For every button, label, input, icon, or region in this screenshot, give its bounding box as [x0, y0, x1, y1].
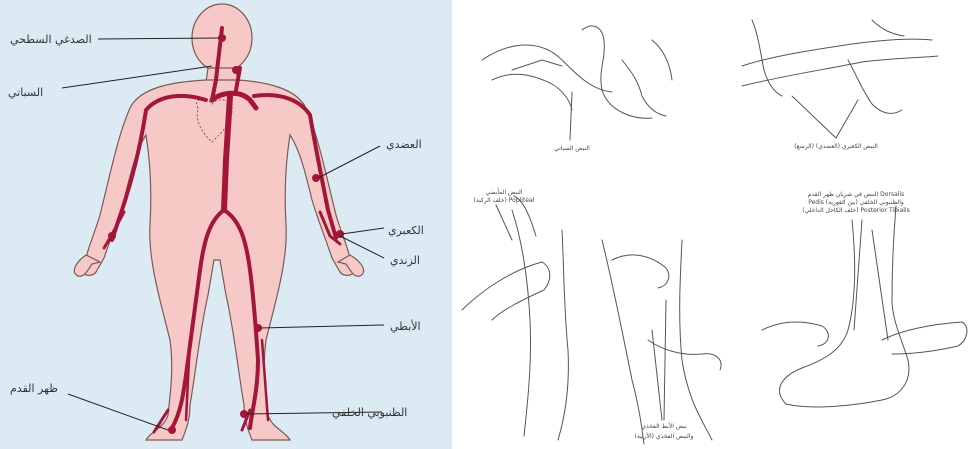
- caption-popliteal-1: النبض المأبضي: [485, 187, 522, 196]
- label-dorsalis-pedis: ظهر القدم: [10, 382, 58, 395]
- label-carotid: السباتي: [8, 86, 43, 99]
- sketch-carotid-neck: [482, 26, 672, 140]
- caption-radial: النبض الكعبري (العضدي) (الرسغ): [794, 143, 878, 150]
- sketch-radial-arm: [742, 20, 938, 138]
- label-brachial: العضدي: [386, 138, 422, 151]
- artery-body-diagram: الصدغي السطحي السباتي العضدي الكعبري الز…: [0, 0, 452, 449]
- sketch-foot-ankle: [762, 206, 967, 407]
- label-posterior-tibial: الظنبوبي الخلفي: [332, 406, 407, 419]
- pulse-palpation-sketches: النبض السباتي النبض الكعبري (العضدي) (ال…: [452, 0, 973, 449]
- label-femoral: الأبطي: [390, 319, 421, 333]
- label-superficial-temporal: الصدغي السطحي: [10, 33, 92, 46]
- sketch-popliteal-leg: [462, 196, 568, 440]
- body-figure: الصدغي السطحي السباتي العضدي الكعبري الز…: [0, 0, 452, 449]
- label-radial: الكعبري: [388, 224, 424, 237]
- caption-popliteal-2: (خلف الركبة) Popliteal: [474, 197, 535, 204]
- sketch-canvas: النبض السباتي النبض الكعبري (العضدي) (ال…: [452, 0, 973, 449]
- caption-foot-2: Pedis (بين الفورية) والظنبوبي الخلفي: [808, 199, 904, 206]
- label-ulnar: الزندي: [390, 254, 420, 267]
- caption-foot-3: (خلف الكاحل الداخلي) Posterior Tibialis: [802, 207, 909, 214]
- caption-femoral-1: نبض الأبط الفخذي: [641, 422, 687, 430]
- caption-carotid: النبض السباتي: [554, 145, 590, 152]
- caption-foot-1: النبض في شريان ظهر القدم Dorsalis: [808, 191, 904, 198]
- sketch-femoral-groin: [602, 240, 721, 444]
- caption-femoral-2: والنبض الفخذي (الأربية): [635, 432, 694, 440]
